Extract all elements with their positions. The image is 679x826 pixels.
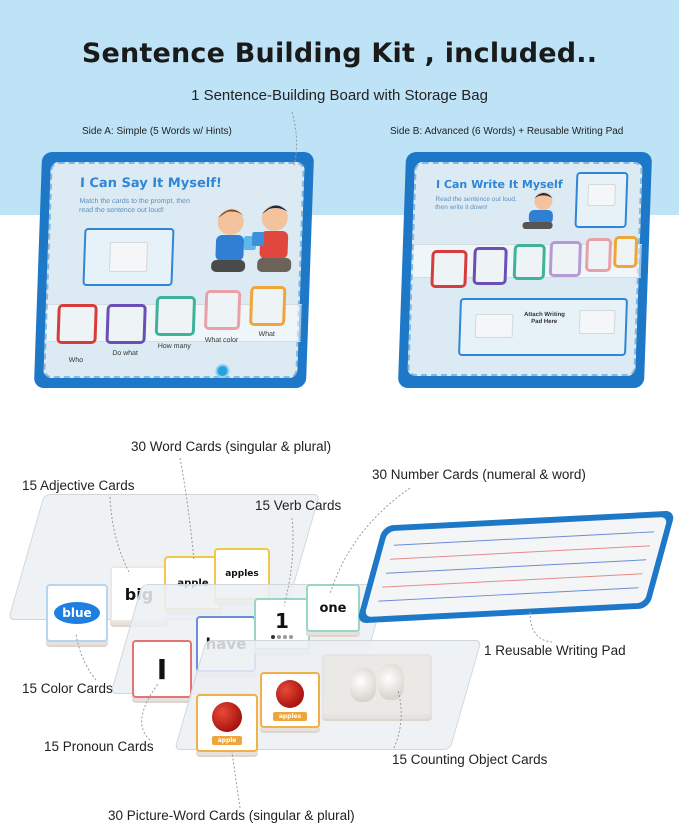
number-word-card-text: one [319,600,347,616]
sound-button[interactable] [215,364,230,378]
pronoun-card-text: I [156,652,168,686]
dog-picture [378,664,404,700]
slot-label-who: Who [68,357,84,364]
dog-picture [350,668,376,702]
callout-number-cards: 30 Number Cards (numeral & word) [372,467,586,482]
slot-do-what [105,304,147,344]
word-card-plural-text: apples [225,569,259,579]
color-card-text: blue [54,602,100,624]
reusable-writing-pad[interactable] [356,510,676,624]
pronoun-card[interactable]: I [132,640,192,698]
pad-line [385,559,647,574]
pad-line [378,587,639,602]
apple-picture [276,680,304,708]
callout-word-cards: 30 Word Cards (singular & plural) [131,439,332,454]
slot-label-what-color: What color [204,337,239,344]
writing-pad-surface [364,516,668,618]
pad-line [389,545,651,560]
number-word-card[interactable]: one [306,584,360,632]
callout-writing-pad: 1 Reusable Writing Pad [484,643,626,658]
callout-adjective-cards: 15 Adjective Cards [22,478,135,493]
slot-b-2 [472,247,508,285]
callout-counting-cards: 15 Counting Object Cards [392,752,548,767]
velcro-patch [587,184,617,206]
pad-line [382,573,643,588]
board-side-a: I Can Say It Myself! Match the cards to … [33,152,315,388]
slot-label-do-what: Do what [112,350,139,357]
slot-how-many [154,296,197,336]
board-a-surface: I Can Say It Myself! Match the cards to … [43,162,305,378]
slot-label-what: What [258,331,276,338]
callout-verb-cards: 15 Verb Cards [255,498,342,513]
board-a-title: I Can Say It Myself! [79,176,223,191]
dot [289,635,293,639]
dot [283,635,287,639]
callout-picture-cards: 30 Picture-Word Cards (singular & plural… [108,808,355,823]
writing-pad-area: Attach Writing Pad Here [457,298,629,356]
page-subtitle: 1 Sentence-Building Board with Storage B… [191,87,488,104]
board-side-b: I Can Write It Myself Read the sentence … [397,152,653,388]
board-a-instructions: Match the cards to the prompt, then read… [78,198,191,214]
side-b-label: Side B: Advanced (6 Words) + Reusable Wr… [390,126,624,137]
word-card-singular-text: apple [177,577,209,589]
slot-b-3 [512,244,546,280]
callout-pronoun-cards: 15 Pronoun Cards [44,739,154,754]
numeral-card-text: 1 [275,609,289,633]
slot-what-color [203,290,242,330]
picture-card-plural[interactable]: apples [260,672,320,728]
slot-b-4 [548,241,583,277]
board-b-instructions: Read the sentence out loud, then write i… [435,196,517,212]
pad-line [393,531,654,546]
board-a-prompt-box [82,228,175,286]
slot-b-6 [613,236,639,268]
attach-pad-label: Attach Writing Pad Here [523,312,565,326]
counting-object-card[interactable] [322,654,432,716]
picture-card-label: apple [211,736,243,745]
velcro-patch [578,310,616,334]
slot-b-1 [430,250,468,288]
dot [277,635,281,639]
picture-card-singular[interactable]: apple [196,694,258,752]
color-card[interactable]: blue [46,584,108,642]
child-writing-illustration [522,192,553,229]
children-illustration [211,205,292,272]
velcro-patch [108,242,148,272]
apple-picture [212,702,242,732]
velcro-patch [474,314,514,338]
board-b-prompt-box [574,172,629,228]
dot [271,635,275,639]
page-title: Sentence Building Kit , included.. [81,38,598,69]
side-a-label: Side A: Simple (5 Words w/ Hints) [82,126,232,137]
slot-label-how-many: How many [157,343,191,350]
slot-b-5 [584,238,613,272]
slot-what [249,286,287,326]
picture-card-label-plural: apples [272,712,308,721]
numeral-dots [271,635,293,639]
callout-color-cards: 15 Color Cards [22,681,113,696]
slot-who [56,304,98,344]
board-b-surface: I Can Write It Myself Read the sentence … [407,162,643,376]
